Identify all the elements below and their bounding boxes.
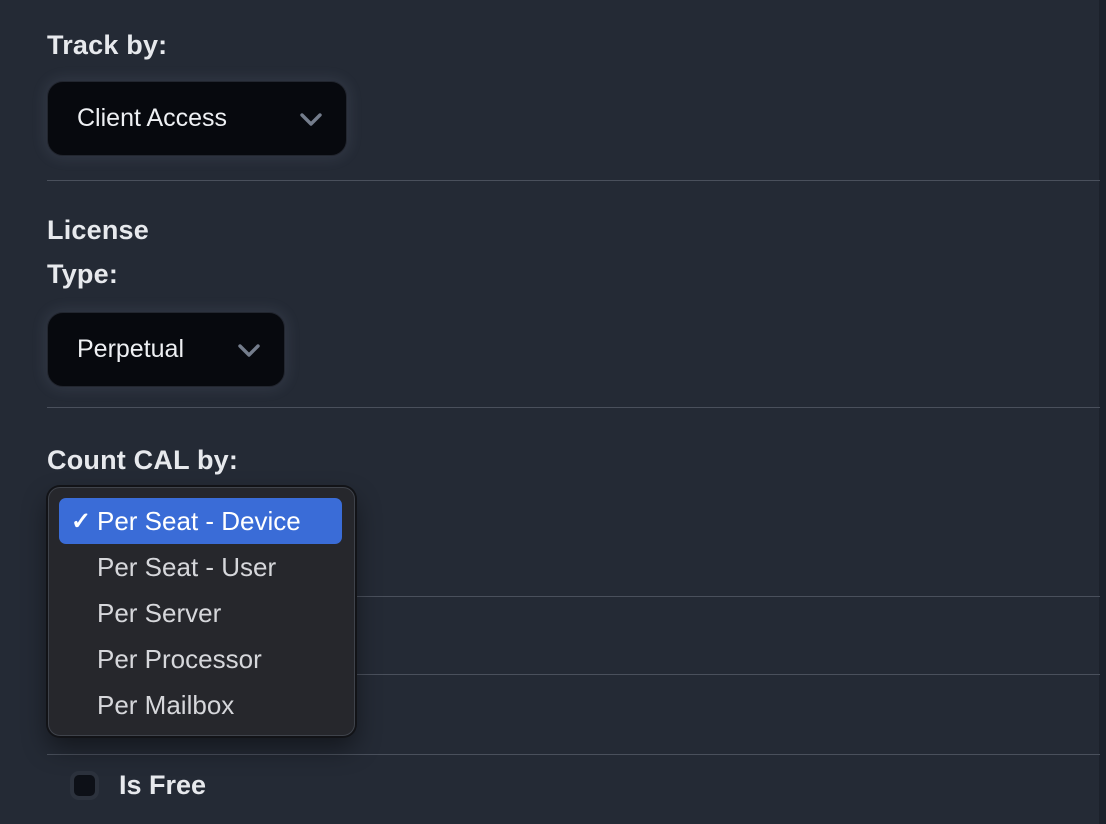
menu-item-selected[interactable]: ✓Per Seat - Device bbox=[59, 498, 342, 544]
track-by-select-value: Client Access bbox=[77, 104, 228, 132]
checkmark-icon: ✓ bbox=[71, 507, 92, 535]
menu-item-label: Per Seat - User bbox=[97, 551, 277, 582]
track-by-label: Track by: bbox=[47, 30, 168, 60]
section-divider bbox=[47, 754, 1100, 755]
count-cal-by-label: Count CAL by: bbox=[47, 445, 239, 475]
menu-item-label: Per Processor bbox=[97, 643, 262, 674]
window-edge-strip bbox=[1099, 0, 1106, 824]
license-type-select[interactable]: Perpetual bbox=[47, 312, 285, 387]
menu-item[interactable]: Per Mailbox bbox=[59, 682, 342, 728]
menu-item[interactable]: Per Seat - User bbox=[59, 544, 342, 590]
menu-item-label: Per Seat - Device bbox=[97, 505, 301, 536]
license-type-select-value: Perpetual bbox=[77, 335, 185, 363]
menu-item[interactable]: Per Processor bbox=[59, 636, 342, 682]
is-free-checkbox[interactable] bbox=[70, 771, 99, 800]
license-type-label: License Type: bbox=[47, 215, 149, 289]
section-divider bbox=[47, 180, 1100, 181]
menu-item-label: Per Server bbox=[97, 597, 222, 628]
section-divider bbox=[47, 407, 1100, 408]
chevron-down-icon bbox=[300, 104, 322, 133]
section-divider bbox=[47, 674, 1100, 675]
track-by-select[interactable]: Client Access bbox=[47, 81, 347, 156]
is-free-row: Is Free bbox=[70, 771, 206, 800]
menu-item[interactable]: Per Server bbox=[59, 590, 342, 636]
is-free-label: Is Free bbox=[119, 770, 207, 800]
chevron-down-icon bbox=[238, 335, 260, 364]
section-divider bbox=[47, 596, 1100, 597]
menu-item-label: Per Mailbox bbox=[97, 689, 235, 720]
